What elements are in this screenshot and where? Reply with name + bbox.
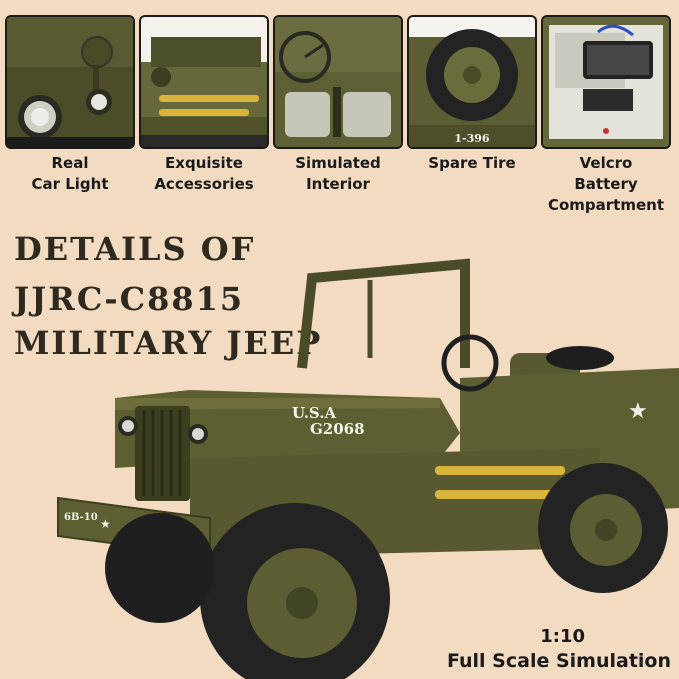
feature-caption-accessories: Exquisite Accessories — [154, 154, 254, 193]
scale-ratio: 1:10 — [540, 626, 585, 647]
feature-photo-spare-tire: 1-396 — [407, 15, 537, 149]
headline-line-1: Details of — [14, 230, 256, 268]
battery-icon — [543, 17, 669, 147]
spare-tire-number: 1-396 — [454, 132, 490, 145]
headlight-icon — [7, 17, 133, 147]
feature-photo-battery — [541, 15, 671, 149]
feature-caption-spare-tire: Spare Tire — [428, 154, 516, 172]
hood-text-serial: G2068 — [310, 420, 365, 438]
hood-text-usa: U.S.A — [292, 404, 336, 422]
steering-wheel-icon — [275, 17, 401, 147]
feature-photo-accessories — [139, 15, 269, 149]
bumper-text-left: 6B-10 — [64, 512, 98, 523]
feature-caption-battery: Velcro Battery Compartment — [547, 154, 665, 214]
bumper-star-icon: ★ — [100, 517, 111, 531]
jeep-illustration: U.S.A G2068 6B-10 ★ 1-396 ★ — [57, 258, 679, 679]
feature-caption-car-light: Real Car Light — [31, 154, 109, 193]
scale-description: Full Scale Simulation — [446, 650, 671, 672]
feature-photo-car-light — [5, 15, 135, 149]
headline-line-3: Military Jeep — [14, 324, 323, 362]
feature-photo-interior — [273, 15, 403, 149]
body-star-icon: ★ — [628, 399, 648, 424]
tools-icon — [141, 17, 267, 147]
headline-line-2: JJRC-C8815 — [14, 280, 245, 318]
feature-caption-interior: Simulated Interior — [295, 154, 381, 193]
spare-tire-icon: 1-396 — [409, 17, 535, 147]
